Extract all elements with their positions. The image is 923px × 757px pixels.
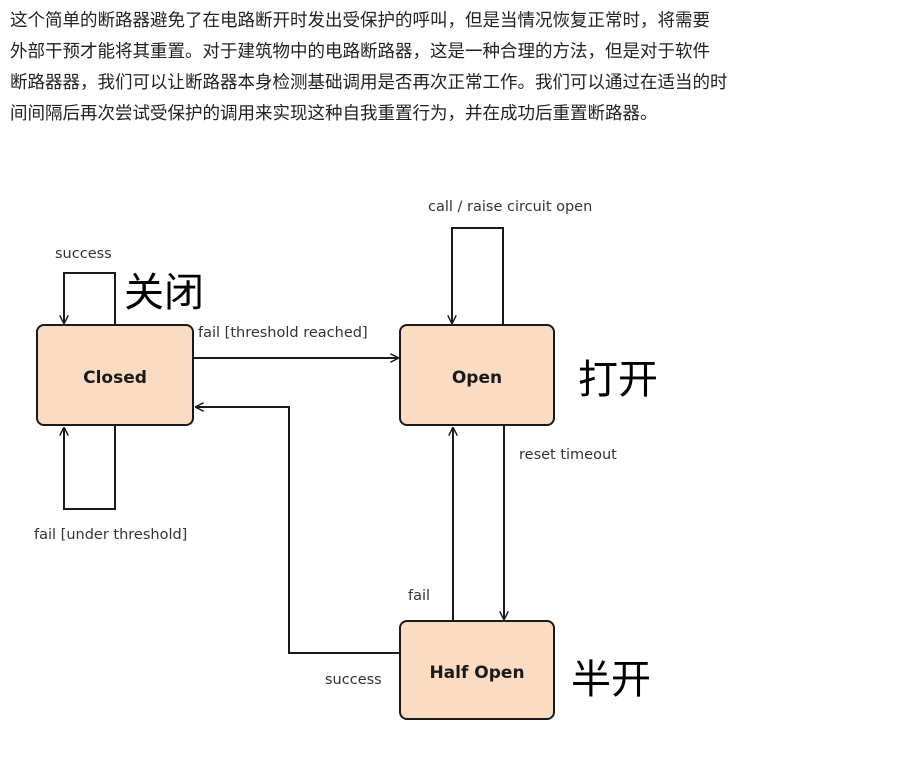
state-open: Open — [399, 324, 555, 426]
cn-label-open: 打开 — [578, 357, 658, 403]
cn-label-closed: 关闭 — [124, 270, 204, 316]
open-self-loop — [452, 227, 504, 325]
state-closed-label: Closed — [83, 368, 147, 388]
paragraph-line: 这个简单的断路器避免了在电路断开时发出受保护的呼叫，但是当情况恢复正常时，将需要 — [10, 11, 710, 31]
label-closed-success: success — [55, 246, 112, 262]
paragraph-line: 外部干预才能将其重置。对于建筑物中的电路断路器，这是一种合理的方法，但是对于软件 — [10, 42, 710, 62]
closed-fail-under-loop — [64, 426, 116, 510]
label-half-to-open: fail — [408, 588, 430, 604]
state-half-open: Half Open — [399, 620, 555, 720]
label-closed-fail-under: fail [under threshold] — [34, 527, 187, 543]
state-open-label: Open — [452, 368, 502, 388]
label-closed-to-open: fail [threshold reached] — [198, 325, 368, 341]
state-open-box — [399, 324, 555, 426]
intro-paragraph: 这个简单的断路器避免了在电路断开时发出受保护的呼叫，但是当情况恢复正常时，将需要… — [10, 6, 915, 130]
paragraph-line: 断路器器，我们可以让断路器本身检测基础调用是否再次正常工作。我们可以通过在适当的… — [10, 73, 728, 93]
cn-label-half-open: 半开 — [571, 657, 651, 703]
state-closed-box — [36, 324, 194, 426]
label-open-to-half: reset timeout — [519, 447, 617, 463]
state-half-open-box — [399, 620, 555, 720]
label-half-to-closed: success — [325, 672, 382, 688]
half-to-closed-arrow — [196, 407, 400, 654]
closed-success-loop — [64, 272, 116, 325]
label-open-self: call / raise circuit open — [428, 199, 592, 215]
state-half-open-label: Half Open — [429, 663, 524, 683]
state-closed: Closed — [36, 324, 194, 426]
paragraph-line: 间间隔后再次尝试受保护的调用来实现这种自我重置行为，并在成功后重置断路器。 — [10, 104, 658, 124]
